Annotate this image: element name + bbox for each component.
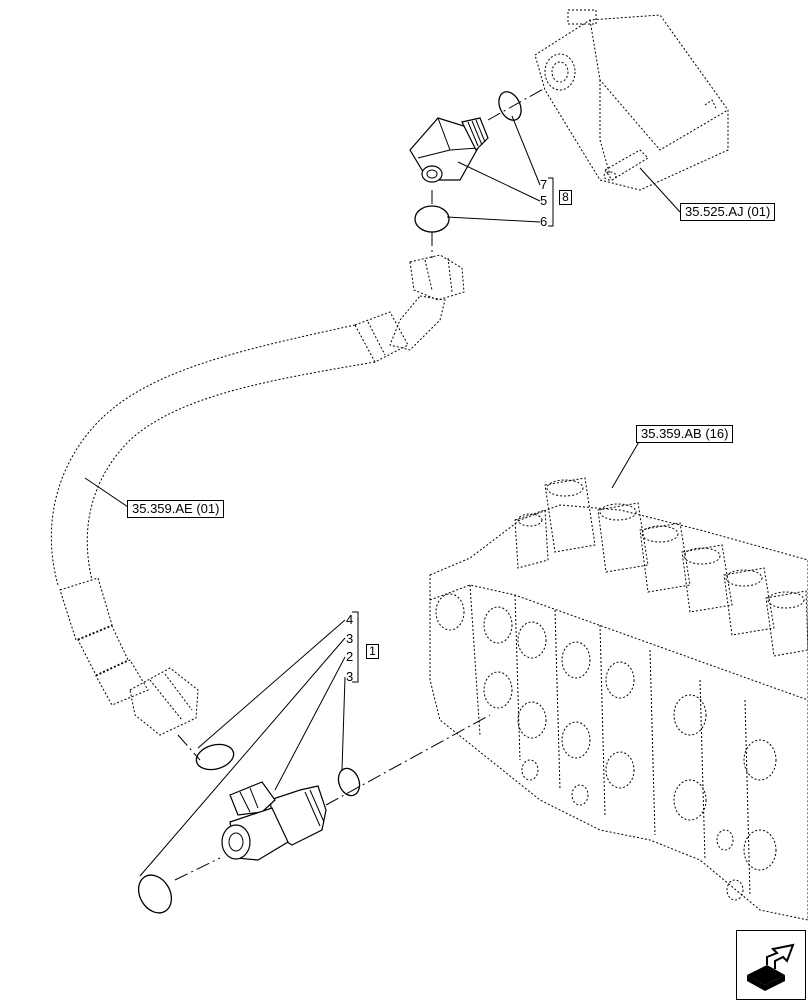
callout-3-lower: 3 <box>346 669 354 684</box>
callout-7: 7 <box>540 177 548 192</box>
callout-6: 6 <box>540 214 548 229</box>
arrow-shape <box>747 943 795 991</box>
callout-2: 2 <box>346 649 354 664</box>
callout-5: 5 <box>540 193 548 208</box>
reference-control-valve[interactable]: 35.359.AB (16) <box>636 425 734 443</box>
next-page-arrow-icon[interactable] <box>736 930 806 1000</box>
valve-block <box>534 9 729 191</box>
o-ring-7 <box>498 91 522 121</box>
reference-valve-block[interactable]: 35.525.AJ (01) <box>680 203 776 221</box>
hydraulic-hose <box>50 254 465 736</box>
kit-callout-1: 1 <box>366 644 379 659</box>
kit-callout-8: 8 <box>559 190 572 205</box>
callout-4: 4 <box>346 612 354 627</box>
tee-fitting <box>221 781 327 861</box>
o-ring-3-right <box>337 767 361 797</box>
callout-3-upper: 3 <box>346 631 354 646</box>
control-valve-bank <box>429 477 808 921</box>
elbow-adapter <box>409 117 489 183</box>
o-ring-4 <box>195 743 235 771</box>
o-ring-3-left <box>137 874 173 914</box>
o-ring-6 <box>414 205 450 233</box>
reference-hose[interactable]: 35.359.AE (01) <box>127 500 225 518</box>
